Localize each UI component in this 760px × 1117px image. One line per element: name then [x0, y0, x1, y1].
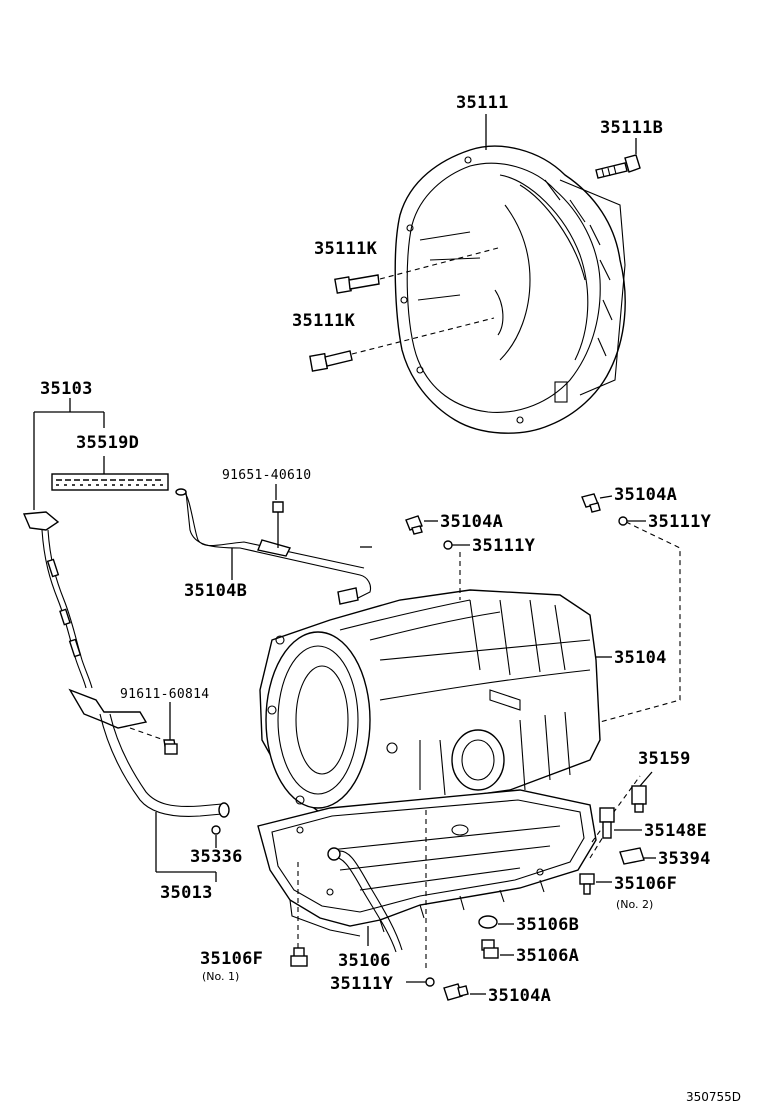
label-35104A-lower: 35104A [488, 986, 551, 1006]
label-35104A-right: 35104A [614, 485, 677, 505]
note-no2: (No. 2) [616, 898, 653, 911]
transmission-case [259, 589, 612, 821]
plug-35104A-lower [443, 983, 469, 1001]
breather-tube-35104B [175, 484, 372, 605]
label-35104B: 35104B [184, 581, 247, 601]
sensor-35148E [599, 807, 642, 839]
dipstick-group [22, 398, 169, 689]
gasket-35106B [478, 915, 498, 929]
plug-35104A-upper [405, 515, 423, 535]
label-35111: 35111 [456, 93, 509, 113]
bolt-35111B [595, 154, 641, 179]
label-35148E: 35148E [644, 821, 707, 841]
o-ring-35336 [211, 825, 221, 835]
label-35111Y-right: 35111Y [648, 512, 712, 532]
magnet-35394 [619, 847, 656, 865]
label-35106A: 35106A [516, 946, 579, 966]
filler-tube-35013 [68, 688, 230, 882]
label-91611-60814: 91611-60814 [120, 687, 209, 702]
label-35519D: 35519D [76, 433, 139, 453]
label-91651-40610: 91651-40610 [222, 468, 311, 483]
plug-35104A-right [581, 493, 601, 513]
o-ring-35111Y-right [618, 516, 628, 526]
label-35394: 35394 [658, 849, 711, 869]
label-35111Y-upper: 35111Y [472, 536, 536, 556]
label-35106F-no2: 35106F [614, 874, 677, 894]
note-no1: (No. 1) [202, 970, 239, 983]
label-35106B: 35106B [516, 915, 579, 935]
label-35111K-lower: 35111K [292, 311, 356, 331]
sensor-35159 [631, 771, 653, 813]
label-35106F-no1: 35106F [200, 949, 263, 969]
label-35336: 35336 [190, 847, 243, 867]
label-35111Y-lower: 35111Y [330, 974, 394, 994]
label-35013: 35013 [160, 883, 213, 903]
label-35159: 35159 [638, 749, 691, 769]
label-35111K-upper: 35111K [314, 239, 378, 259]
bell-housing [394, 145, 626, 434]
label-35104A-upper: 35104A [440, 512, 503, 532]
drain-plug-35106A [481, 939, 514, 959]
bolt-91611-60814 [129, 702, 178, 755]
o-ring-35111Y-lower [425, 977, 435, 987]
label-35104: 35104 [614, 648, 667, 668]
o-ring-35111Y-upper [443, 540, 453, 550]
bolt-35106F-no1 [290, 947, 308, 967]
bolt-35106F-no2 [579, 873, 612, 895]
label-35106: 35106 [338, 951, 391, 971]
figure-code: 350755D [686, 1090, 741, 1104]
label-35111B: 35111B [600, 118, 663, 138]
bolt-35111K-lower [309, 317, 495, 372]
label-35103: 35103 [40, 379, 93, 399]
oil-pan [257, 789, 597, 953]
bolt-35111K-upper [334, 247, 499, 294]
